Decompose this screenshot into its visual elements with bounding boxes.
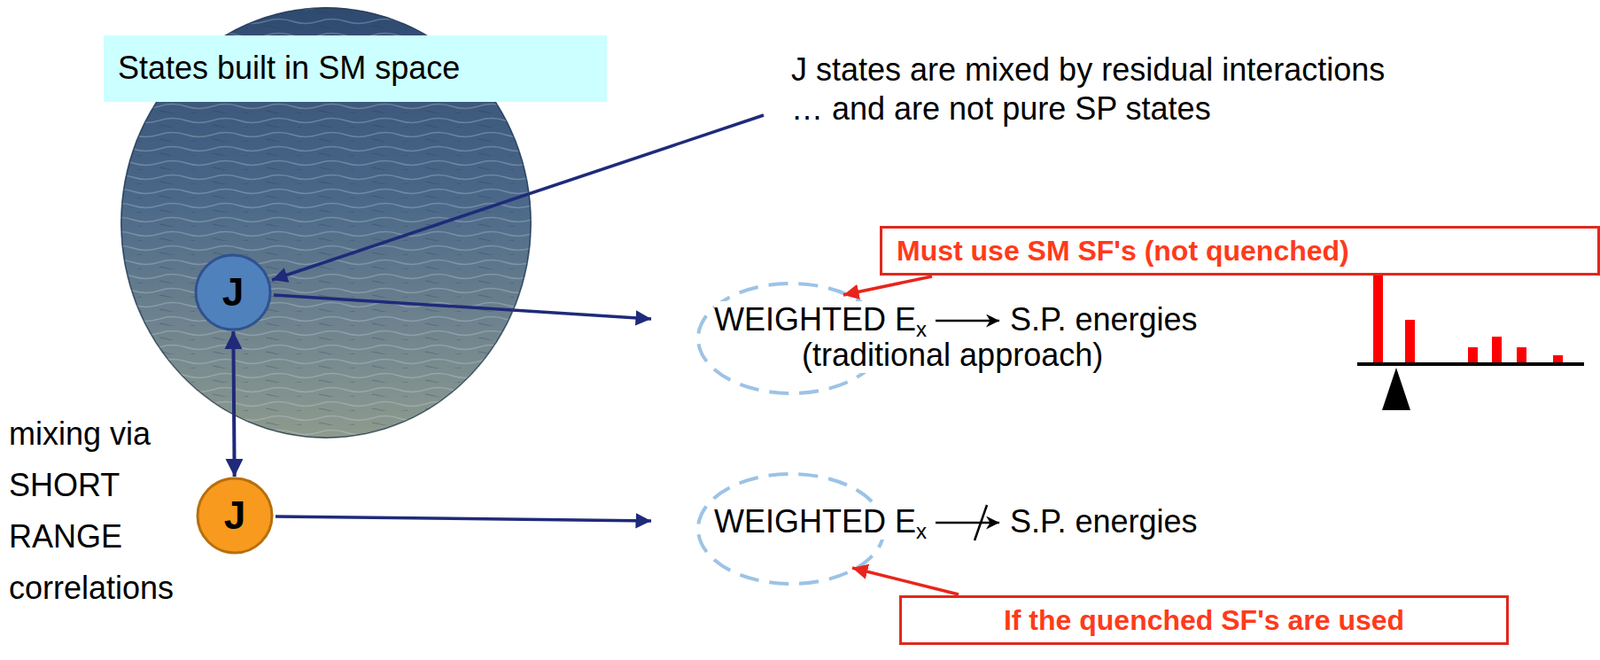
formula-text: WEIGHTED E — [714, 301, 917, 338]
leader-arrow — [273, 295, 652, 319]
note-text: (traditional approach) — [801, 336, 1103, 373]
circle-fill — [197, 478, 272, 553]
negation-slash — [974, 504, 987, 541]
warning-box: Must use SM SF's (not quenched) — [879, 225, 1600, 276]
state-label: J — [224, 496, 246, 536]
implies-arrow — [935, 319, 1000, 323]
warning-box: If the quenched SF's are used — [899, 595, 1509, 645]
state-circle: J — [194, 253, 272, 332]
callout-arrow — [843, 276, 933, 296]
leader-line — [271, 115, 764, 280]
callout-arrow — [852, 567, 959, 595]
formula-subscript: x — [916, 519, 927, 544]
formula-text: S.P. energies — [1009, 503, 1197, 540]
leader-arrow — [275, 516, 652, 521]
note-text: … and are not pure SP states — [791, 90, 1212, 127]
warning-text: Must use SM SF's (not quenched) — [896, 233, 1350, 268]
formula-text: WEIGHTED E — [714, 503, 917, 540]
circle-fill — [195, 255, 271, 330]
side-note: mixing via SHORT RANGE correlations — [8, 408, 200, 614]
state-label: J — [222, 272, 244, 312]
formula-text: S.P. energies — [1009, 301, 1197, 338]
mixing-arrow — [233, 331, 234, 477]
sm-space-region: States built in SM spaceJ — [120, 7, 532, 439]
state-circle: J — [195, 476, 274, 555]
warning-text: If the quenched SF's are used — [1003, 603, 1405, 637]
implies-arrow — [935, 521, 1000, 525]
region-heading: States built in SM space — [103, 35, 607, 102]
strength-chart — [1357, 265, 1585, 411]
note-text: J states are mixed by residual interacti… — [791, 51, 1385, 88]
